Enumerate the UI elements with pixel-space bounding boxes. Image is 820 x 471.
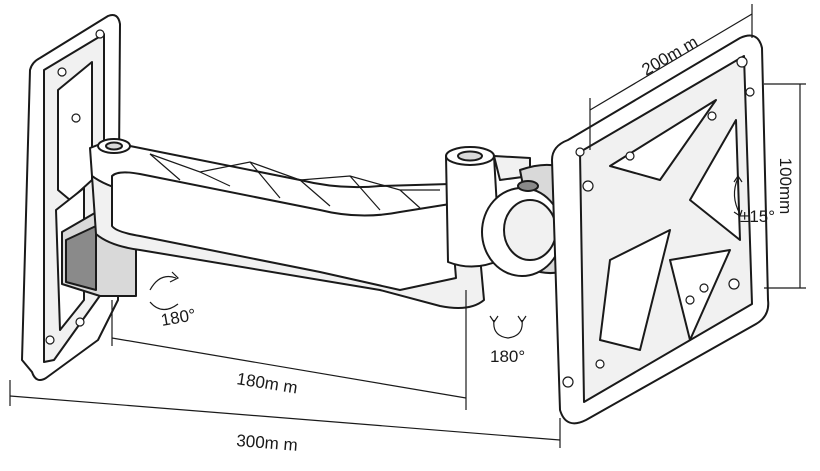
- dimension-lines: [9, 4, 806, 448]
- tv-plate: [551, 34, 770, 425]
- tilt-rotation-label: ±15°: [740, 207, 775, 226]
- arm-pivot-rotation-label: 180°: [490, 347, 525, 366]
- rotation-arrow-wall: [149, 271, 180, 311]
- swing-arm: [89, 138, 485, 309]
- wall-pivot-rotation-label: 180°: [159, 305, 197, 330]
- total-length-label: 300m m: [236, 431, 299, 455]
- plate-height-label: 100mm: [776, 158, 795, 215]
- rotation-arrow-arm: [489, 315, 527, 339]
- arm-length-label: 180m m: [235, 369, 299, 397]
- rotation-arrow-tilt: [733, 174, 743, 217]
